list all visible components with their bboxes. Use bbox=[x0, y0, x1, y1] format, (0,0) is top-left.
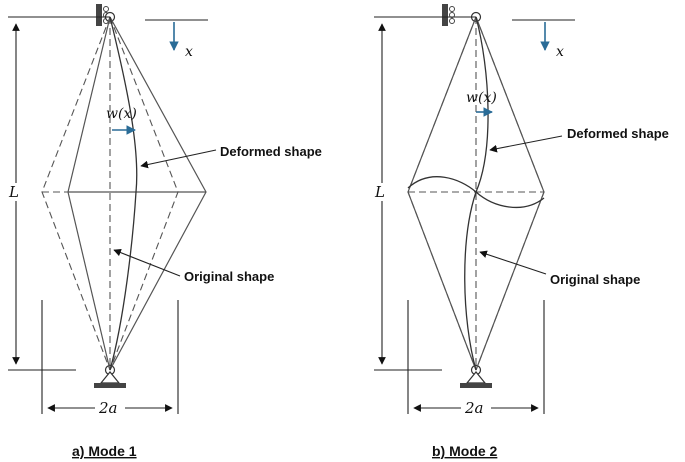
displacement-indicator: w(x) bbox=[106, 106, 137, 135]
width-dimension: 2a bbox=[41, 300, 179, 417]
mode1-panel: L 2a x w(x) Deformed shape Origin bbox=[8, 4, 322, 459]
original-shape-label: Original shape bbox=[184, 269, 274, 284]
length-dimension: L bbox=[8, 16, 110, 371]
displacement-label: w(x) bbox=[106, 106, 137, 122]
deformed-shape-label: Deformed shape bbox=[567, 126, 669, 141]
mode2-caption: b) Mode 2 bbox=[432, 443, 498, 459]
x-axis-label: x bbox=[556, 44, 564, 60]
width-dimension: 2a bbox=[407, 300, 545, 417]
length-dimension: L bbox=[374, 16, 476, 371]
x-axis-label: x bbox=[185, 44, 193, 60]
length-label: L bbox=[374, 183, 385, 201]
width-label: 2a bbox=[98, 399, 118, 417]
displacement-label: w(x) bbox=[466, 90, 497, 106]
x-axis-indicator: x bbox=[512, 19, 575, 60]
deformed-shape-label: Deformed shape bbox=[220, 144, 322, 159]
original-shape-label: Original shape bbox=[550, 272, 640, 287]
original-shape-annotation: Original shape bbox=[113, 248, 274, 284]
original-shape-lines bbox=[41, 16, 179, 371]
width-label: 2a bbox=[464, 399, 484, 417]
mode1-caption: a) Mode 1 bbox=[72, 443, 137, 459]
deformed-shape-annotation: Deformed shape bbox=[140, 144, 322, 169]
length-label: L bbox=[8, 183, 19, 201]
deformed-shape-lines bbox=[407, 16, 545, 371]
top-pin-support-icon bbox=[442, 4, 482, 26]
mode2-panel: L 2a x w(x) Deformed shape Origin bbox=[374, 4, 669, 459]
deformed-shape-annotation: Deformed shape bbox=[489, 126, 669, 153]
displacement-indicator: w(x) bbox=[466, 90, 497, 117]
original-shape-annotation: Original shape bbox=[479, 250, 640, 287]
x-axis-indicator: x bbox=[145, 19, 208, 60]
deformed-shape-lines bbox=[67, 16, 207, 371]
